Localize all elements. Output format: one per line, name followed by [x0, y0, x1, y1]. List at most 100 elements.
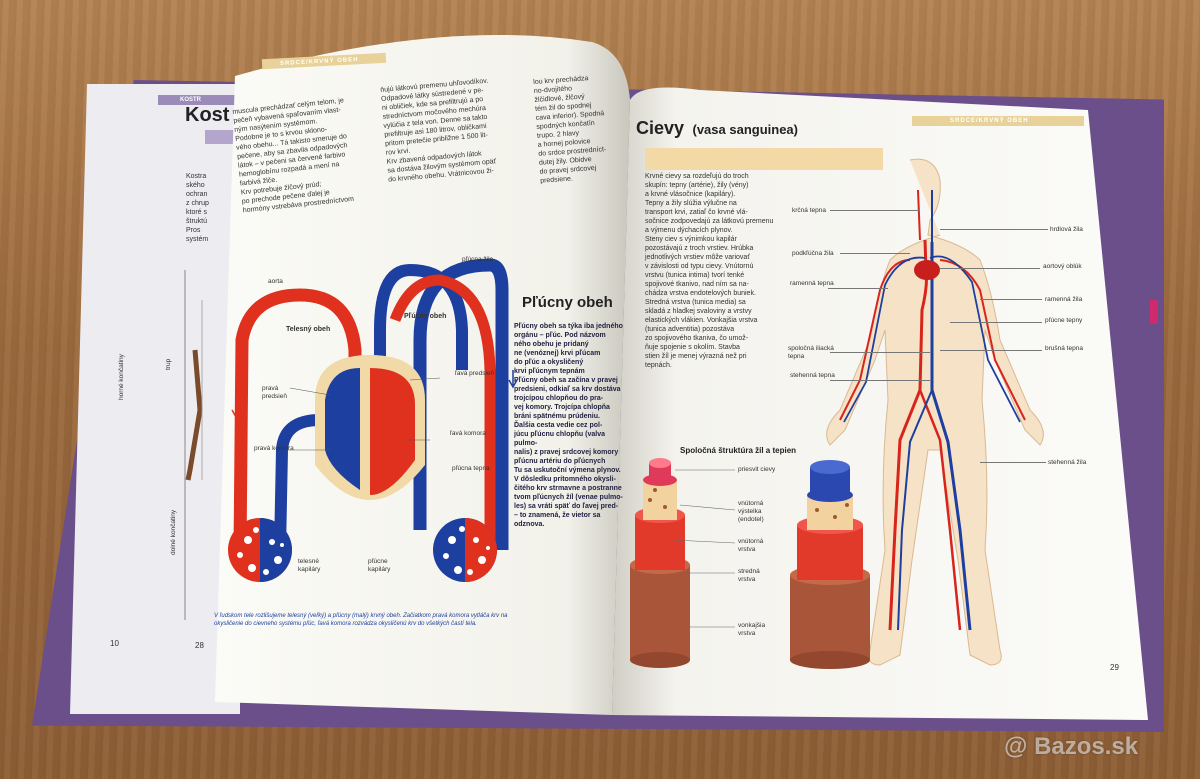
leader-line: [840, 253, 910, 254]
leader-line: [940, 229, 1048, 230]
label-brachial-vein: ramenná žila: [1045, 296, 1083, 303]
text-line: V dôsledku prítomného okysli-: [514, 476, 616, 483]
text-line: a krvné vlásočnice (kapiláry).: [645, 191, 736, 198]
page29-header-tab: [912, 116, 1084, 126]
label-outer-layer: vonkajšia vrstva: [738, 622, 766, 637]
label-inner-layer: vnútorná vrstva: [738, 538, 764, 553]
body-silhouette: [826, 158, 1044, 666]
page28-column-1: muscula prechádzať celým telom, je pečeň…: [232, 92, 392, 215]
page28-section-text: Pľúcny obeh sa týka iba jedného orgánu –…: [514, 322, 624, 529]
left-back-heading: Kost: [185, 104, 230, 126]
leader-line: [940, 350, 1042, 351]
text-line: jednotlivých vrstiev môže variovať: [645, 254, 750, 261]
vein-vena-cava: [930, 242, 972, 631]
text-line: Krvné cievy sa rozdeľujú do troch: [645, 173, 749, 180]
left-back-tab-text: KOSTR: [180, 97, 201, 103]
text-line: nalis) z pravej srdcovej komory: [514, 449, 619, 456]
text-line: predsieni, odkiaľ sa krv dostáva: [514, 386, 621, 393]
pulmonary-artery-loop: [413, 258, 509, 550]
label-carotid-artery: krčná tepna: [792, 207, 826, 214]
text-line: spojivové tkanivo, nad ním sa na-: [645, 281, 749, 288]
pulmonary-vein-loop: [389, 274, 496, 550]
left-back-heading-bar: [205, 130, 240, 144]
label-left-ventricle: ľavá komora: [450, 430, 486, 437]
right-heart: [325, 368, 360, 490]
text-line: ňuje spojenie s okolím. Stavba: [645, 344, 740, 351]
left-back-page-tab: [158, 95, 238, 105]
label-pulmonary-arteries: pľúcne tepny: [1045, 317, 1083, 324]
cover-edge-mark-right: [1150, 300, 1158, 324]
text-line: ného obehu je pridaný: [514, 341, 589, 348]
text-line: Pľúcny obeh sa týka iba jedného: [514, 323, 623, 330]
label-vessel-lumen: priesvit cievy: [738, 466, 776, 473]
text-line: sočnice zodpovedajú za látkovú premenu: [645, 218, 774, 225]
leader-line: [950, 322, 1042, 323]
text-line: a výmenu dýchacích plynov.: [645, 227, 733, 234]
text-line: čitého krv strmavne a postranne: [514, 485, 622, 492]
section-title-pulmonary: Pľúcny obeh: [522, 294, 613, 311]
leader-line: [830, 352, 930, 353]
text-line: Stredná vrstva (tunica media) sa: [645, 299, 746, 306]
leader-line: [830, 210, 920, 211]
left-back-page: [70, 84, 240, 714]
vein-left-leg: [897, 389, 933, 631]
text-line: pozostávajú z troch vrstiev. Hrúbka: [645, 245, 754, 252]
left-back-line: systém: [186, 236, 209, 243]
left-back-line: Kostra: [186, 173, 207, 180]
page-number-29: 29: [1110, 663, 1119, 672]
body-capillaries: [228, 518, 292, 582]
left-back-body: Kostra ského ochran z chrup ktoré s štru…: [186, 172, 236, 244]
leader-line: [830, 380, 930, 381]
label-iliac-artery: spoločná iliacká tepna: [788, 345, 834, 360]
label-endothelium: vnútorná výstelka (endotel): [738, 500, 764, 523]
text-line: Steny ciev s výnimkou kapilár: [645, 236, 737, 243]
page28-column-3: lou krv prechádza no-dvojitého žlčidlové…: [533, 72, 630, 186]
text-line: v závislosti od typu cievy. Vnútornú: [645, 263, 754, 270]
artery-right-leg: [918, 389, 962, 631]
page29-title-bar: [645, 148, 883, 170]
text-line: vej komory. Trojcípa chlopňa: [514, 404, 610, 411]
text-line: pľúcnu artériu do pľúcnych: [514, 458, 606, 465]
left-back-line: štruktú: [186, 218, 208, 225]
label-aorta: aorta: [268, 278, 283, 285]
vein-arms: [843, 255, 1021, 423]
label-pulmonary-vein: pľúcna žila: [462, 256, 494, 263]
left-heart: [370, 368, 415, 495]
label-middle-layer: stredná vrstva: [738, 568, 760, 583]
text-line: skupín: tepny (artérie), žily (vény): [645, 182, 749, 189]
vessel-structure-title: Spoločná štruktúra žíl a tepien: [680, 446, 797, 455]
text-line: do pľúc a okysličený: [514, 359, 584, 366]
skeleton-fragment: [184, 270, 203, 620]
text-line: odznova.: [514, 521, 545, 528]
left-back-line: Pros: [186, 227, 201, 234]
text-line: zo spojivového tkaniva, čo umož-: [645, 335, 749, 342]
text-line: (tunica adventitia) pozostáva: [645, 326, 735, 333]
flow-arrow-right: [508, 370, 518, 389]
text-line: Tu sa uskutoční výmena plynov.: [514, 467, 621, 474]
left-back-line: ského: [186, 182, 205, 189]
heart: [914, 260, 940, 280]
label-aortic-arch: aortový oblúk: [1043, 263, 1082, 270]
page29-title-latin: (vasa sanguinea): [692, 122, 799, 137]
text-line: ne (venóznej) krvi pľúcam: [514, 350, 601, 357]
lung-capillaries: [433, 518, 497, 582]
vessel-cross-sections: [630, 458, 870, 669]
label-femoral-artery: stehenná tepna: [790, 372, 835, 379]
leader-line: [828, 288, 888, 289]
text-line: stien žíl je menej výrazná než pri: [645, 353, 747, 360]
label-pulmonary-artery: pľúcna tepna: [452, 465, 490, 472]
human-body-illustration: [826, 158, 1044, 666]
artery-neck: [917, 189, 921, 241]
page-number-28: 28: [195, 641, 204, 650]
text-line: les) sa vráti späť do ľavej pred-: [514, 503, 619, 510]
text-line: krvi pľúcnym tepnám: [514, 368, 585, 375]
aorta-loop: [233, 288, 362, 551]
vein-cross-section: [790, 460, 870, 669]
text-line: bráni spätnému prúdeniu.: [514, 413, 600, 420]
text-line: tvom pľúcnych žíl (venae pulmo-: [514, 494, 623, 501]
label-lung-capillaries: pľúcne kapiláry: [368, 558, 391, 573]
text-line: chádza vrstva endotelových buniek.: [645, 290, 756, 297]
label-jugular-vein: hrdlová žila: [1050, 226, 1083, 233]
text-line: júcu pľúcnu chlopňu (valva pulmo-: [514, 431, 605, 447]
watermark: @ Bazos.sk: [1004, 733, 1139, 760]
